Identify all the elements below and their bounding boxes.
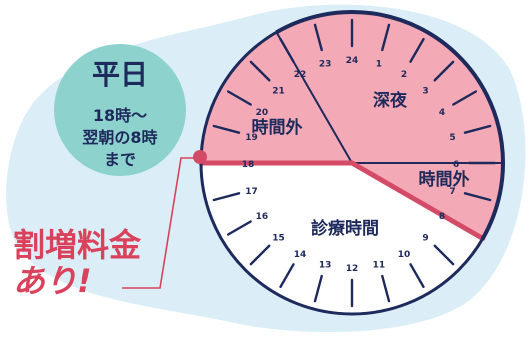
hour-label: 18 [242, 160, 255, 170]
hour-label: 9 [422, 234, 428, 244]
clock-sector [276, 12, 503, 163]
clock-sector [201, 163, 483, 314]
hour-label: 5 [449, 133, 455, 143]
sector-label: 時間外 [252, 117, 303, 138]
hour-label: 11 [373, 260, 386, 270]
weekday-badge: 平日 18時〜 翌朝の8時 まで [54, 44, 186, 176]
clock-tick [313, 274, 323, 303]
clock-tick [381, 274, 391, 303]
hour-label: 3 [422, 86, 428, 96]
surcharge-callout: 割増料金 あり! [13, 226, 142, 300]
clock-tick [226, 90, 252, 106]
weekday-badge-line3: まで [104, 150, 136, 169]
weekday-badge-line2: 翌朝の8時 [82, 128, 157, 147]
sector-label: 深夜 [373, 90, 408, 111]
clock-tick [249, 244, 271, 266]
hour-label: 12 [346, 264, 359, 274]
hour-label: 4 [439, 108, 445, 118]
clock-tick [212, 124, 241, 134]
clock-tick [313, 23, 323, 52]
surcharge-callout-line1: 割増料金 [13, 226, 142, 264]
callout-connector-line [122, 157, 200, 289]
clock-tick [433, 244, 455, 266]
clock-tick [279, 263, 295, 289]
hour-label: 24 [346, 56, 359, 66]
hour-label: 6 [453, 160, 459, 170]
sector-label: 時間外 [419, 169, 470, 190]
clock-tick [381, 23, 391, 52]
hour-label: 16 [256, 212, 269, 222]
clock-tick [249, 60, 271, 82]
hour-label: 17 [245, 187, 258, 197]
callout-connector-dot [193, 150, 207, 164]
clock-tick [433, 60, 455, 82]
sector-dividers [198, 31, 504, 241]
clock-tick [212, 192, 241, 202]
clock-tick [452, 90, 478, 106]
hour-label: 20 [256, 108, 269, 118]
surcharge-callout-line2: あり! [13, 262, 92, 300]
clock-sector [352, 163, 503, 239]
hour-label: 21 [272, 86, 285, 96]
hour-label: 2 [401, 70, 407, 80]
hour-label: 13 [319, 260, 332, 270]
divider-8 [349, 160, 486, 241]
clock-tick [463, 192, 492, 202]
clock-tick [463, 124, 492, 134]
night-rim-arc [275, 10, 505, 240]
hour-label: 14 [294, 250, 307, 260]
clock-tick [226, 220, 252, 236]
weekday-badge-line1: 18時〜 [93, 106, 147, 125]
weekday-badge-circle [54, 44, 186, 176]
clock-tick [409, 37, 425, 63]
hour-label: 8 [439, 212, 445, 222]
clock-tick [409, 263, 425, 289]
hour-label: 23 [319, 60, 332, 70]
weekday-badge-title: 平日 [92, 58, 148, 91]
hour-label: 15 [272, 234, 285, 244]
hour-label: 22 [294, 70, 307, 80]
hour-label: 10 [398, 250, 411, 260]
hour-label: 19 [245, 133, 258, 143]
hour-label: 1 [376, 60, 382, 70]
hour-label: 7 [449, 187, 455, 197]
divider-22 [275, 31, 353, 164]
sector-label: 診療時間 [311, 218, 379, 239]
